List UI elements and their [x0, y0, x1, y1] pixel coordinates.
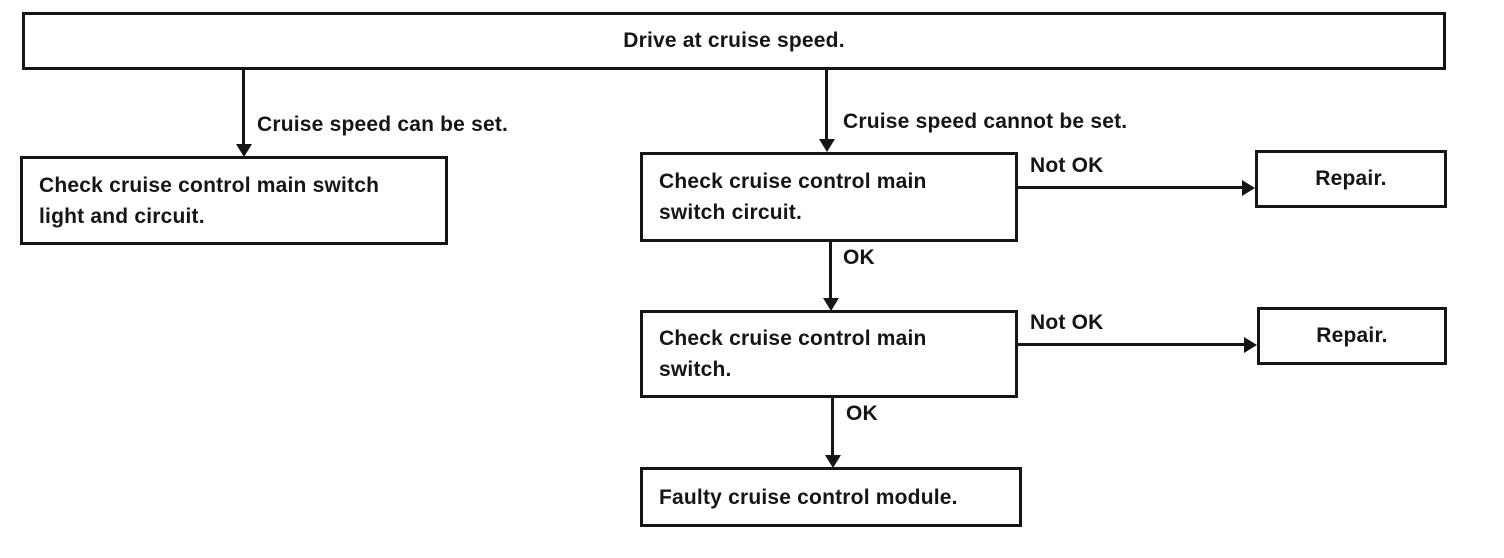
flow-node-faulty-module-label: Faulty cruise control module.	[659, 485, 958, 509]
flow-node-repair-2-label: Repair.	[1316, 324, 1388, 347]
flow-node-check-switch-light-label: Check cruise control main switch light a…	[39, 173, 380, 228]
edge-label-check1-not-ok: Not OK	[1030, 154, 1104, 177]
arrow-right-icon	[1242, 180, 1255, 196]
flow-node-check-main-switch: Check cruise control main switch.	[640, 310, 1018, 398]
arrow-down-icon	[823, 298, 839, 311]
edge-label-check1-ok: OK	[843, 246, 875, 269]
edge-label-check2-ok: OK	[846, 402, 878, 425]
connector-check2-not-ok	[1018, 343, 1246, 346]
arrow-down-icon	[236, 144, 252, 157]
arrow-down-icon	[825, 455, 841, 468]
flow-node-check-switch-circuit-label: Check cruise control main switch circuit…	[659, 170, 927, 224]
flow-node-start-label: Drive at cruise speed.	[623, 29, 845, 52]
connector-check1-not-ok	[1018, 186, 1244, 189]
flow-node-repair-2: Repair.	[1257, 307, 1447, 365]
flow-node-repair-1-label: Repair.	[1315, 167, 1387, 190]
edge-label-check2-not-ok: Not OK	[1030, 311, 1104, 334]
arrow-right-icon	[1244, 337, 1257, 353]
arrow-down-icon	[819, 139, 835, 152]
connector-left-branch	[242, 69, 245, 146]
flow-node-check-switch-circuit: Check cruise control main switch circuit…	[640, 152, 1018, 242]
connector-check1-ok	[829, 242, 832, 300]
edge-label-can-be-set: Cruise speed can be set.	[257, 113, 509, 136]
edge-label-cannot-be-set: Cruise speed cannot be set.	[843, 110, 1128, 133]
flow-node-start: Drive at cruise speed.	[22, 12, 1446, 70]
flow-node-repair-1: Repair.	[1255, 150, 1447, 208]
flow-node-faulty-module: Faulty cruise control module.	[640, 467, 1022, 527]
flow-node-check-switch-light: Check cruise control main switch light a…	[20, 156, 448, 245]
connector-right-branch	[825, 69, 828, 141]
connector-check2-ok	[831, 398, 834, 457]
flow-node-check-main-switch-label: Check cruise control main switch.	[659, 327, 927, 381]
